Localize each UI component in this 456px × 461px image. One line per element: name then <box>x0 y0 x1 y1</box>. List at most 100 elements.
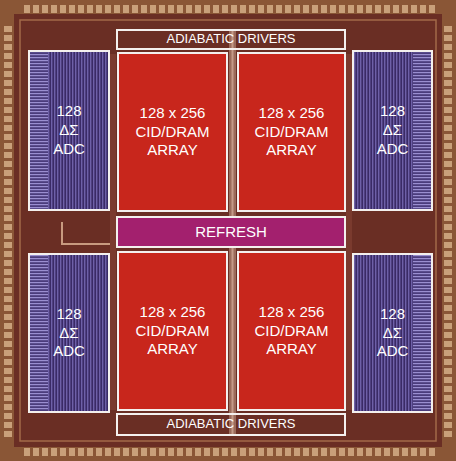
bond-pad <box>444 413 452 419</box>
bond-pad <box>4 152 12 158</box>
bond-pad <box>96 448 102 456</box>
bond-pad <box>366 448 372 456</box>
region-label: ADIABATIC DRIVERS <box>166 416 295 432</box>
bond-pad <box>258 5 264 13</box>
bond-pad <box>321 5 327 13</box>
bond-pad <box>375 5 381 13</box>
bond-pad <box>444 116 452 122</box>
bond-pad <box>4 350 12 356</box>
bond-pad <box>444 44 452 50</box>
bond-pad <box>4 134 12 140</box>
bond-pad <box>159 5 165 13</box>
bond-pad <box>60 448 66 456</box>
bond-pad <box>4 377 12 383</box>
region-label: 128 ΔΣ ADC <box>49 102 89 158</box>
adc-block: 128 ΔΣ ADC <box>28 253 110 413</box>
bond-pad <box>60 5 66 13</box>
bond-pad <box>4 215 12 221</box>
bond-pad <box>4 242 12 248</box>
bond-pad <box>444 215 452 221</box>
bond-pad <box>177 5 183 13</box>
bond-pad <box>429 5 435 13</box>
bond-pad <box>339 448 345 456</box>
bond-pad <box>4 116 12 122</box>
region-label: 128 ΔΣ ADC <box>49 305 89 361</box>
bond-pad <box>444 89 452 95</box>
bond-pad <box>78 448 84 456</box>
bond-pad <box>123 448 129 456</box>
metal-wire <box>62 222 110 244</box>
bond-pad <box>4 341 12 347</box>
bond-pad <box>249 448 255 456</box>
bond-pad <box>444 188 452 194</box>
bond-pad <box>195 448 201 456</box>
bond-pad <box>24 448 30 456</box>
bond-pad <box>4 206 12 212</box>
bond-pad <box>375 448 381 456</box>
bond-pad <box>402 5 408 13</box>
adc-block: 128 ΔΣ ADC <box>352 253 433 413</box>
bond-pad <box>4 107 12 113</box>
bond-pad <box>444 107 452 113</box>
bond-pad <box>168 5 174 13</box>
bond-pad <box>384 5 390 13</box>
bond-pad <box>114 5 120 13</box>
adc-circuit <box>30 52 48 209</box>
region-label: ADIABATIC DRIVERS <box>166 31 295 47</box>
bond-pad <box>276 448 282 456</box>
bond-pad <box>4 26 12 32</box>
bond-pad <box>444 431 452 437</box>
bond-pad <box>4 296 12 302</box>
bond-pad <box>444 368 452 374</box>
bond-pad <box>444 224 452 230</box>
bond-pad <box>141 448 147 456</box>
bond-pad <box>42 448 48 456</box>
adc-block: 128 ΔΣ ADC <box>28 50 110 211</box>
bond-pad <box>141 5 147 13</box>
bond-pad <box>132 5 138 13</box>
bond-pad <box>444 332 452 338</box>
bond-pad <box>444 179 452 185</box>
bond-pad <box>402 448 408 456</box>
bond-pad <box>213 5 219 13</box>
bond-pad <box>78 5 84 13</box>
bond-pad <box>276 5 282 13</box>
bond-pad <box>4 251 12 257</box>
bond-pad <box>4 62 12 68</box>
bond-pad <box>444 251 452 257</box>
bond-pad <box>339 5 345 13</box>
region-label: 128 x 256 CID/DRAM ARRAY <box>246 104 338 160</box>
adc-circuit <box>413 255 431 411</box>
bond-pad <box>4 395 12 401</box>
bond-pad <box>4 71 12 77</box>
bond-pad <box>411 5 417 13</box>
bond-pad <box>4 269 12 275</box>
bond-pad <box>312 5 318 13</box>
bond-pad <box>4 431 12 437</box>
bond-pad <box>105 5 111 13</box>
bond-pad <box>420 5 426 13</box>
bond-pad <box>444 386 452 392</box>
bond-pad <box>444 80 452 86</box>
bond-pad <box>4 260 12 266</box>
bond-pad <box>96 5 102 13</box>
bond-pad <box>222 448 228 456</box>
bond-pad <box>444 125 452 131</box>
bond-pad <box>150 5 156 13</box>
region-label: 128 x 256 CID/DRAM ARRAY <box>246 303 338 359</box>
bond-pad <box>4 233 12 239</box>
bond-pad <box>186 5 192 13</box>
region-label: 128 ΔΣ ADC <box>373 305 413 361</box>
bond-pad <box>4 305 12 311</box>
bond-pad <box>51 5 57 13</box>
bond-pad <box>150 448 156 456</box>
bond-pad <box>4 161 12 167</box>
bond-pad <box>4 422 12 428</box>
bond-pad <box>240 448 246 456</box>
bond-pad <box>87 5 93 13</box>
bond-pad <box>444 395 452 401</box>
bond-pad <box>4 89 12 95</box>
bond-pad <box>159 448 165 456</box>
bond-pad <box>69 448 75 456</box>
bond-pad <box>4 188 12 194</box>
